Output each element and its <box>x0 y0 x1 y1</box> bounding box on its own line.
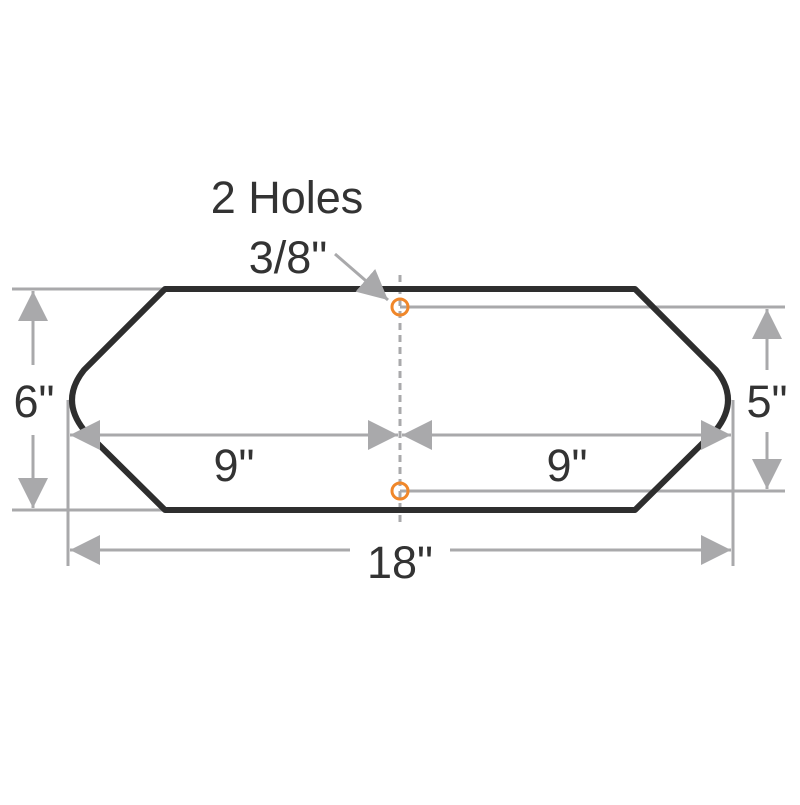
hole-diameter-label: 3/8" <box>249 232 328 283</box>
right-half-label: 9" <box>546 440 587 491</box>
hole-bottom <box>390 481 410 501</box>
total-length-label: 18" <box>367 537 433 588</box>
part-outline <box>69 286 731 513</box>
extension-lines <box>12 287 785 566</box>
hole-leader-arrow <box>334 252 389 302</box>
outer-height-label: 6" <box>13 376 54 427</box>
holes-count-label: 2 Holes <box>211 172 364 223</box>
hole-spacing-label: 5" <box>746 376 787 427</box>
hole-top <box>390 297 410 317</box>
left-half-label: 9" <box>213 440 254 491</box>
